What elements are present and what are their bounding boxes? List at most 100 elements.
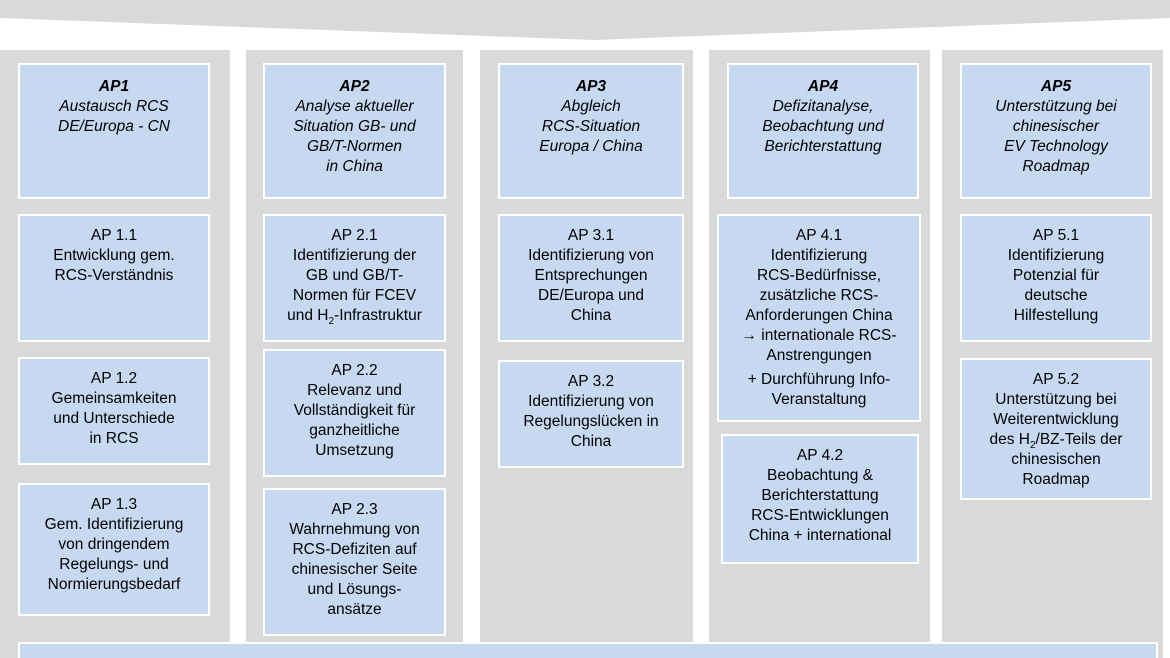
- ap1-2-title: AP 1.2: [90, 370, 138, 387]
- ap1-3-title: AP 1.3: [90, 496, 138, 513]
- ap5-1-line: deutsche: [1024, 287, 1088, 304]
- column-ap5: AP5 Unterstützung bei chinesischer EV Te…: [942, 50, 1163, 658]
- ap2-line: Analyse aktueller: [295, 98, 414, 115]
- ap3-1-line: Identifizierung von: [528, 247, 654, 264]
- ap3-1-line: DE/Europa und: [538, 287, 644, 304]
- ap3-1-box: AP 3.1 Identifizierung von Entsprechunge…: [498, 214, 684, 342]
- ap4-line: Berichterstattung: [764, 138, 882, 155]
- ap3-2-title: AP 3.2: [567, 373, 615, 390]
- ap1-3-line: Gem. Identifizierung: [44, 516, 184, 533]
- ap1-2-box: AP 1.2 Gemeinsamkeiten und Unterschiede …: [18, 357, 210, 465]
- ap2-2-line: Umsetzung: [315, 442, 394, 459]
- ap4-1-line: → internationale RCS-: [741, 327, 897, 344]
- ap1-2-line: Gemeinsamkeiten: [51, 390, 177, 407]
- ap2-line: in China: [326, 158, 383, 175]
- ap5-header-box: AP5 Unterstützung bei chinesischer EV Te…: [960, 63, 1152, 199]
- ap2-3-box: AP 2.3 Wahrnehmung von RCS-Defiziten auf…: [263, 488, 446, 636]
- ap5-1-line: Hilfestellung: [1013, 307, 1099, 324]
- ap2-1-h2-line: und H2-Infrastruktur: [287, 307, 422, 328]
- ap2-1-line: Normen für FCEV: [292, 287, 417, 304]
- ap2-3-line: chinesischer Seite: [291, 561, 418, 578]
- ap5-2-line: Unterstützung bei: [995, 391, 1117, 408]
- ap2-1-line: GB und GB/T-: [305, 267, 404, 284]
- ap2-1-line: Identifizierung der: [292, 247, 417, 264]
- ap3-title: AP3: [575, 78, 607, 95]
- ap2-1-box: AP 2.1 Identifizierung der GB und GB/T- …: [263, 214, 446, 342]
- footer-bar: [18, 642, 1158, 658]
- ap3-line: Abgleich: [561, 98, 621, 115]
- ap1-1-line: Entwicklung gem.: [53, 247, 175, 264]
- ap2-2-line: ganzheitliche: [309, 422, 400, 439]
- ap1-3-line: Regelungs- und: [59, 556, 169, 573]
- ap3-2-line: Identifizierung von: [528, 393, 654, 410]
- column-ap3: AP3 Abgleich RCS-Situation Europa / Chin…: [480, 50, 693, 658]
- ap2-3-line: RCS-Defiziten auf: [292, 541, 417, 558]
- ap4-2-box: AP 4.2 Beobachtung & Berichterstattung R…: [721, 434, 919, 564]
- ap4-1-line: + Durchführung Info-: [747, 371, 891, 388]
- ap5-line: Unterstützung bei: [995, 98, 1117, 115]
- ap4-1-line: RCS-Bedürfnisse,: [756, 267, 882, 284]
- ap3-2-box: AP 3.2 Identifizierung von Regelungslück…: [498, 360, 684, 468]
- ap2-3-title: AP 2.3: [331, 501, 378, 518]
- ap3-header-box: AP3 Abgleich RCS-Situation Europa / Chin…: [498, 63, 684, 199]
- ap5-title: AP5: [1040, 78, 1072, 95]
- ap4-1-title: AP 4.1: [795, 227, 843, 244]
- ap1-3-box: AP 1.3 Gem. Identifizierung von dringend…: [18, 483, 210, 616]
- ap5-2-line: Weiterentwicklung: [993, 411, 1119, 428]
- ap2-line: GB/T-Normen: [306, 138, 403, 155]
- ap3-line: Europa / China: [539, 138, 643, 155]
- ap1-1-line: RCS-Verständnis: [54, 267, 174, 284]
- ap5-2-line: chinesischen: [1011, 451, 1101, 468]
- ap4-1-line: Veranstaltung: [771, 391, 867, 408]
- ap4-1-line: zusätzliche RCS-: [759, 287, 879, 304]
- ap4-1-box: AP 4.1 Identifizierung RCS-Bedürfnisse, …: [717, 214, 921, 422]
- ap3-1-title: AP 3.1: [567, 227, 615, 244]
- ap5-1-line: Identifizierung: [1007, 247, 1105, 264]
- ap4-1-line: Identifizierung: [770, 247, 868, 264]
- ap5-1-box: AP 5.1 Identifizierung Potenzial für deu…: [960, 214, 1152, 342]
- ap5-1-line: Potenzial für: [1012, 267, 1100, 284]
- ap4-line: Beobachtung und: [762, 118, 884, 135]
- ap5-1-title: AP 5.1: [1032, 227, 1080, 244]
- ap2-line: Situation GB- und: [293, 118, 416, 135]
- ap2-3-line: Wahrnehmung von: [289, 521, 420, 538]
- ap4-2-line: China + international: [748, 527, 892, 544]
- ap3-1-line: China: [570, 307, 612, 324]
- ap4-1-line: Anstrengungen: [766, 347, 872, 364]
- ap2-1-title: AP 2.1: [331, 227, 378, 244]
- ap2-2-box: AP 2.2 Relevanz und Vollständigkeit für …: [263, 349, 446, 477]
- ap1-3-line: Normierungsbedarf: [47, 576, 181, 593]
- ap2-3-line: ansätze: [327, 601, 382, 618]
- ap5-2-box: AP 5.2 Unterstützung bei Weiterentwicklu…: [960, 358, 1152, 500]
- ap5-line: EV Technology: [1004, 138, 1108, 155]
- ap2-title: AP2: [339, 78, 370, 95]
- ap2-2-line: Relevanz und: [307, 382, 402, 399]
- ap4-title: AP4: [807, 78, 839, 95]
- ap1-1-title: AP 1.1: [90, 227, 138, 244]
- ap3-2-line: China: [570, 433, 612, 450]
- ap1-header-box: AP1 Austausch RCS DE/Europa - CN: [18, 63, 210, 199]
- column-ap4: AP4 Defizitanalyse, Beobachtung und Beri…: [709, 50, 930, 658]
- ap1-3-line: von dringendem: [58, 536, 170, 553]
- ap2-header-box: AP2 Analyse aktueller Situation GB- und …: [263, 63, 446, 199]
- ap4-1-line: Anforderungen China: [745, 307, 893, 324]
- ap2-2-title: AP 2.2: [331, 362, 378, 379]
- ap1-line: DE/Europa - CN: [58, 118, 170, 135]
- ap4-header-box: AP4 Defizitanalyse, Beobachtung und Beri…: [727, 63, 919, 199]
- ap1-line: Austausch RCS: [59, 98, 169, 115]
- ap4-2-line: Beobachtung &: [766, 467, 873, 484]
- ap3-2-line: Regelungslücken in: [523, 413, 659, 430]
- ap5-line: chinesischer: [1012, 118, 1100, 135]
- ap4-line: Defizitanalyse,: [772, 98, 874, 115]
- ap5-2-title: AP 5.2: [1032, 371, 1080, 388]
- column-ap1: AP1 Austausch RCS DE/Europa - CN AP 1.1 …: [0, 50, 230, 658]
- ap3-1-line: Entsprechungen: [534, 267, 648, 284]
- ap4-2-line: RCS-Entwicklungen: [751, 507, 889, 524]
- ap5-2-h2-line: des H2/BZ-Teils der: [989, 431, 1123, 452]
- ap1-1-box: AP 1.1 Entwicklung gem. RCS-Verständnis: [18, 214, 210, 342]
- ap4-2-line: Berichterstattung: [761, 487, 879, 504]
- ap5-line: Roadmap: [1022, 158, 1090, 175]
- ap5-2-line: Roadmap: [1022, 471, 1090, 488]
- ap2-2-line: Vollständigkeit für: [293, 402, 416, 419]
- top-arrow: [0, 0, 1170, 40]
